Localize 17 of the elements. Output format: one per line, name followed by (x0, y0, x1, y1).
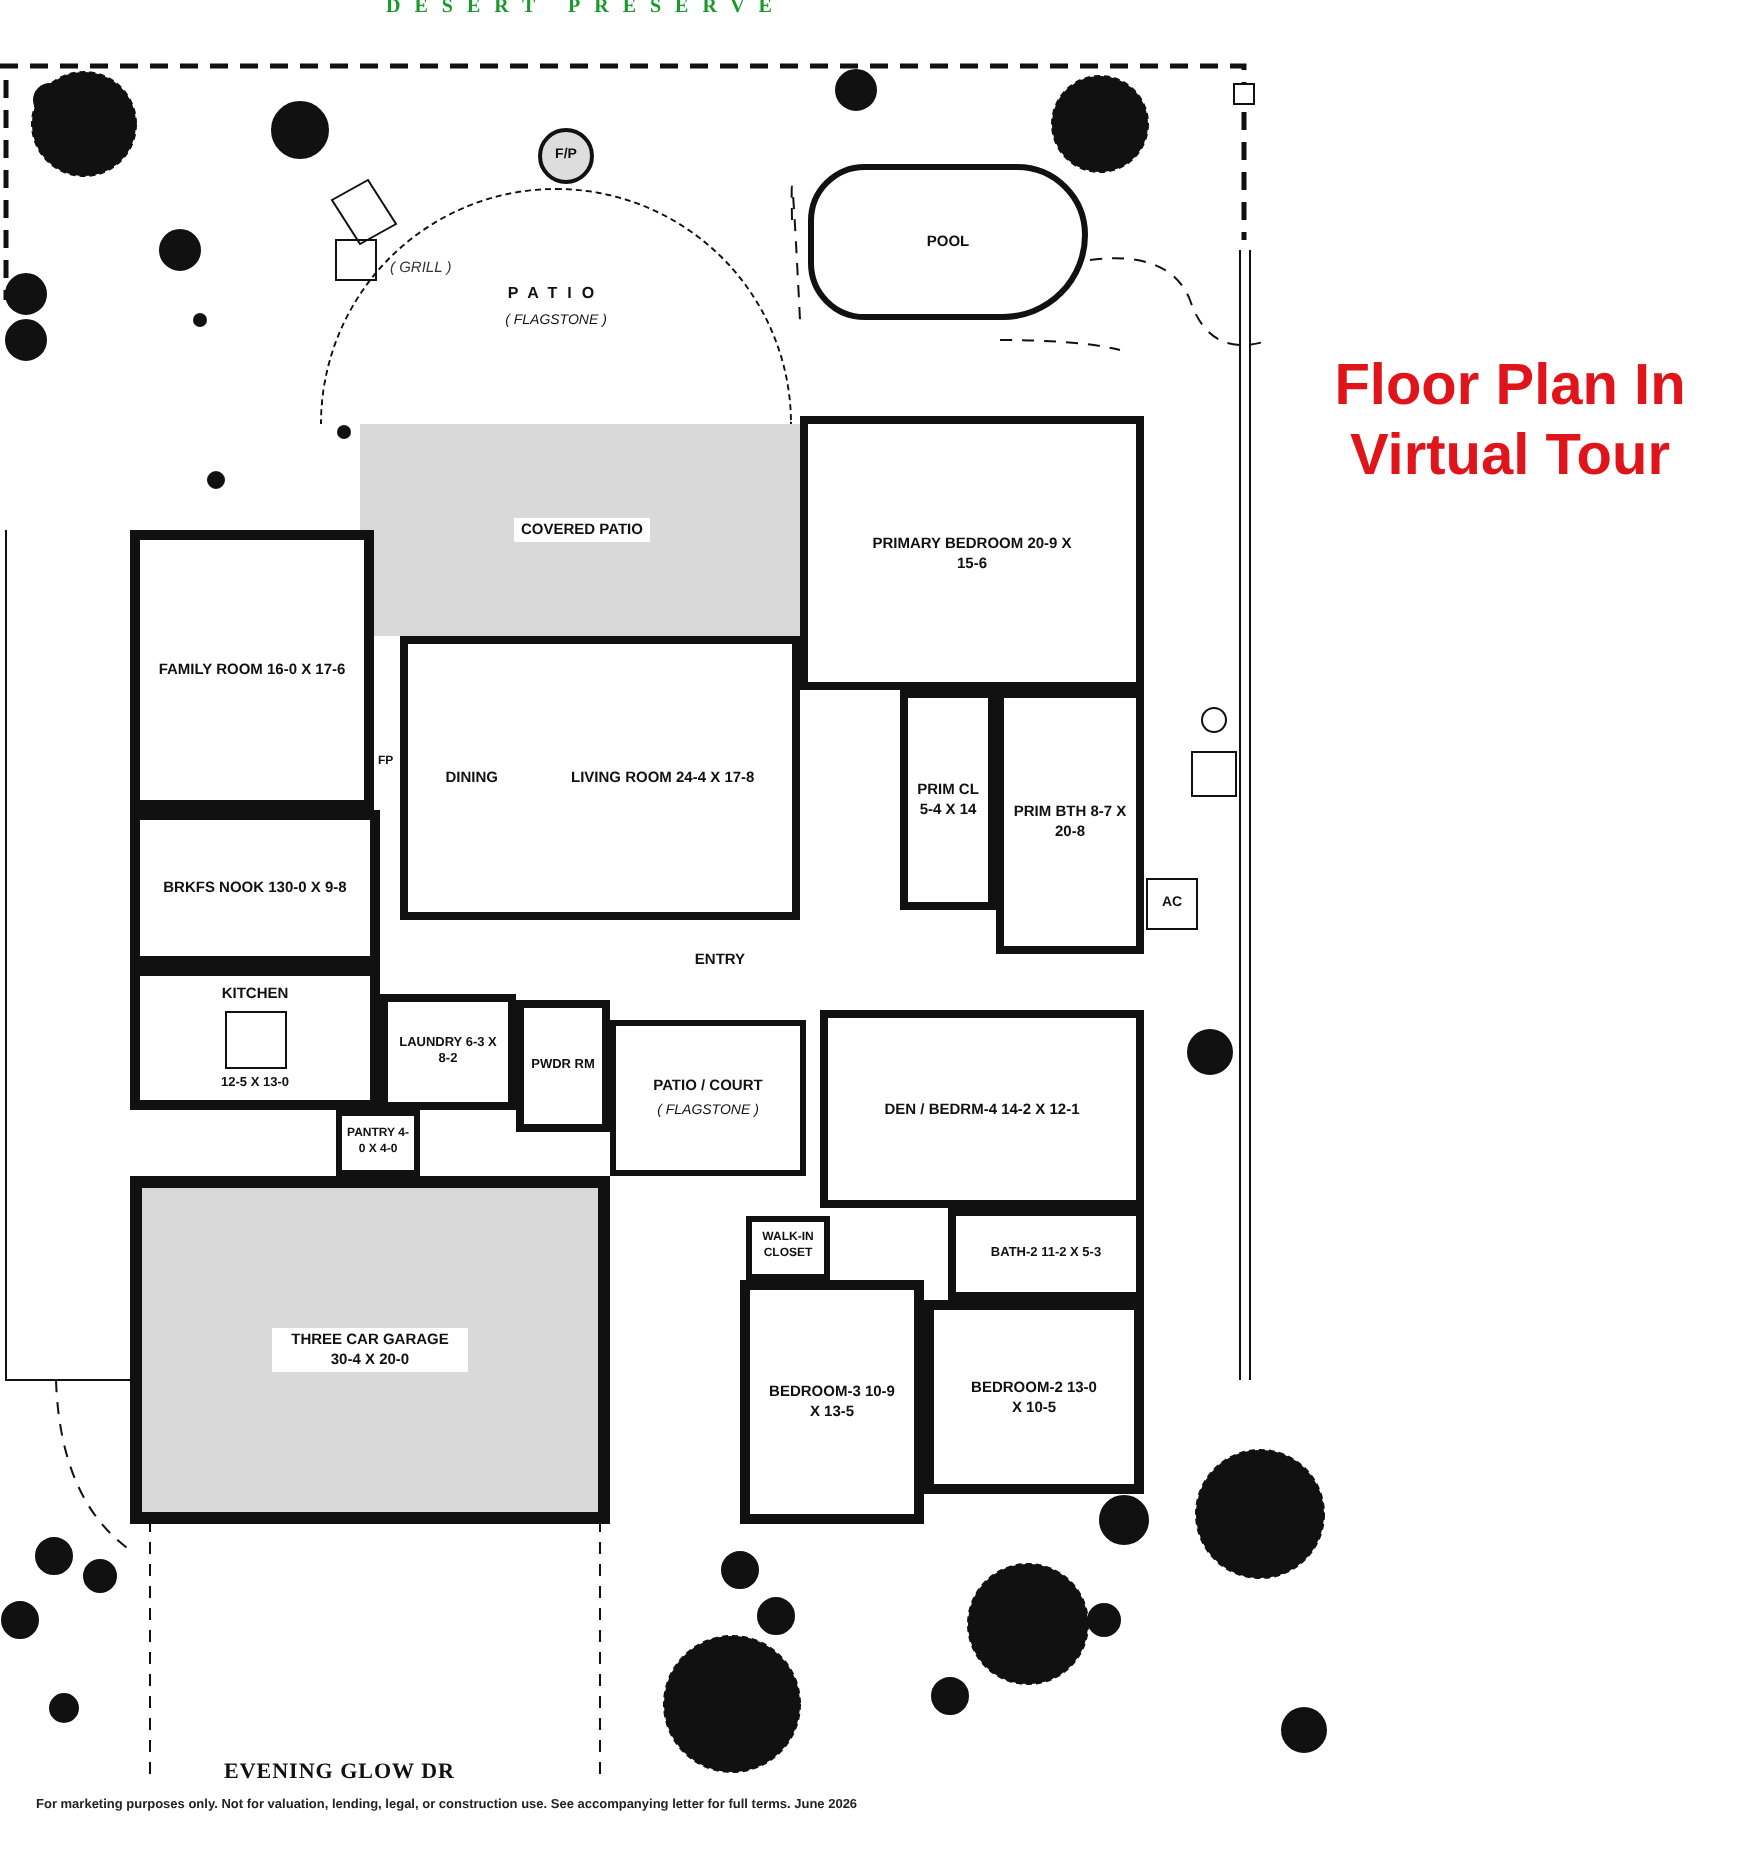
room-area (516, 1000, 610, 1132)
ac-unit-box (1146, 878, 1198, 930)
room-area (400, 636, 800, 920)
room-area (610, 1020, 806, 1176)
room-area (130, 1176, 610, 1524)
room-area (800, 416, 1144, 690)
room-area (130, 530, 374, 810)
room-area (820, 1010, 1144, 1208)
fire-pit-circle (538, 128, 594, 184)
room-area (336, 1110, 420, 1176)
room-area (360, 424, 804, 636)
room-label: PATIO (507, 284, 605, 306)
room-area (740, 1280, 924, 1524)
pool-outline (808, 164, 1088, 320)
street-name: EVENING GLOW DR (224, 1760, 455, 1785)
notice-text: Floor Plan In Virtual Tour (1332, 352, 1688, 492)
room-area (746, 1216, 830, 1280)
